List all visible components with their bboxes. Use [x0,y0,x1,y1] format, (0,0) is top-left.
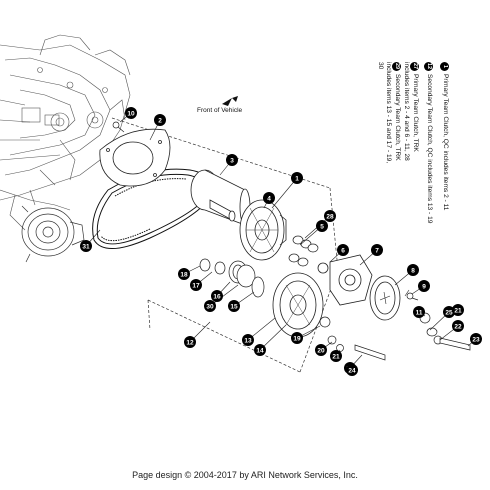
svg-text:21: 21 [332,354,340,361]
clutch-cap [369,275,401,321]
svg-text:10: 10 [127,111,135,118]
rollers [288,235,319,267]
svg-text:6: 6 [341,248,345,255]
callout-19: 19 [291,332,303,344]
callout-12: 12 [184,336,196,348]
legend-badge-27: 27 [410,62,419,71]
secondary-small-parts [199,258,265,298]
primary-cover [317,254,373,306]
svg-text:30: 30 [206,304,214,311]
callouts: 10 2 3 1 4 28 5 6 7 8 9 31 18 17 16 30 1… [80,107,482,376]
svg-text:13: 13 [244,338,252,345]
svg-text:21: 21 [454,308,462,315]
primary-clutch-body [239,199,287,261]
svg-text:23: 23 [472,337,480,344]
legend-item-12: 12Secondary Team Clutch, QC includes ite… [424,62,433,223]
callout-10: 10 [125,107,137,119]
svg-text:31: 31 [82,244,90,251]
svg-text:1: 1 [295,176,299,183]
legend-text-29: Secondary Team Clutch, TRK includes item… [377,62,401,164]
svg-text:17: 17 [192,283,200,290]
svg-text:19: 19 [293,336,301,343]
legend-text-12: Secondary Team Clutch, QC includes items… [426,74,433,224]
callout-13: 13 [242,334,254,346]
copyright-footer: Page design © 2004-2017 by ARI Network S… [132,470,358,480]
svg-text:14: 14 [256,348,264,355]
svg-text:28: 28 [326,214,334,221]
right-hardware [419,312,471,351]
svg-text:16: 16 [213,294,221,301]
clutch-cover-plate [99,128,171,187]
svg-text:22: 22 [454,324,462,331]
svg-text:25: 25 [445,310,453,317]
svg-text:4: 4 [267,196,271,203]
callout-9: 9 [418,280,430,292]
callout-18: 18 [178,268,190,280]
callout-20: 20 [315,344,327,356]
legend-item-1: 1Primary Team Clutch, QC includes items … [440,62,449,210]
svg-text:8: 8 [411,268,415,275]
callout-22-right: 22 [452,320,464,332]
svg-text:3: 3 [230,158,234,165]
legend: 1Primary Team Clutch, QC includes items … [352,62,452,223]
callout-7: 7 [371,244,383,256]
engine-sketch [0,34,131,231]
svg-text:15: 15 [230,304,238,311]
bolt-9 [406,292,419,301]
callout-16: 16 [211,290,223,302]
callout-14: 14 [254,344,266,356]
callout-21-right: 21 [452,304,464,316]
svg-text:2: 2 [158,118,162,125]
primary-sheave [190,169,251,226]
callout-4: 4 [263,192,275,204]
callout-23: 23 [470,333,482,345]
svg-text:11: 11 [416,310,423,317]
svg-text:9: 9 [422,284,426,291]
callout-6: 6 [337,244,349,256]
callout-3: 3 [226,154,238,166]
secondary-hardware [319,316,386,361]
callout-17: 17 [190,279,202,291]
front-arrow-icon [222,96,238,106]
front-of-vehicle-label: Front of Vehicle [197,107,243,114]
legend-text-1: Primary Team Clutch, QC includes items 2… [442,74,449,211]
callout-5: 5 [316,220,328,232]
callout-30: 30 [204,300,216,312]
svg-text:24: 24 [348,368,356,375]
svg-text:7: 7 [375,248,379,255]
callout-28: 28 [324,210,336,222]
callout-1: 1 [291,172,303,184]
drive-wheel [21,205,85,263]
callout-15: 15 [228,300,240,312]
callout-24: 24 [346,364,358,376]
svg-text:20: 20 [317,348,325,355]
svg-text:18: 18 [180,272,188,279]
callout-21: 21 [330,350,342,362]
svg-text:5: 5 [320,224,324,231]
callout-31: 31 [80,240,92,252]
callout-2: 2 [154,114,166,126]
callout-11: 11 [413,306,425,318]
callout-25: 25 [443,306,455,318]
legend-badge-12: 12 [424,62,433,71]
secondary-clutch-body [272,272,324,338]
callout-8: 8 [407,264,419,276]
legend-item-27: 27Primary Team Clutch, TRK includes item… [402,62,419,172]
legend-badge-29: 29 [392,62,401,71]
legend-item-29: 29Secondary Team Clutch, TRK includes it… [376,62,401,172]
svg-text:12: 12 [186,340,194,347]
bolt-10 [112,121,125,133]
legend-text-27: Primary Team Clutch, TRK includes items … [403,62,419,161]
legend-badge-1: 1 [440,62,449,71]
